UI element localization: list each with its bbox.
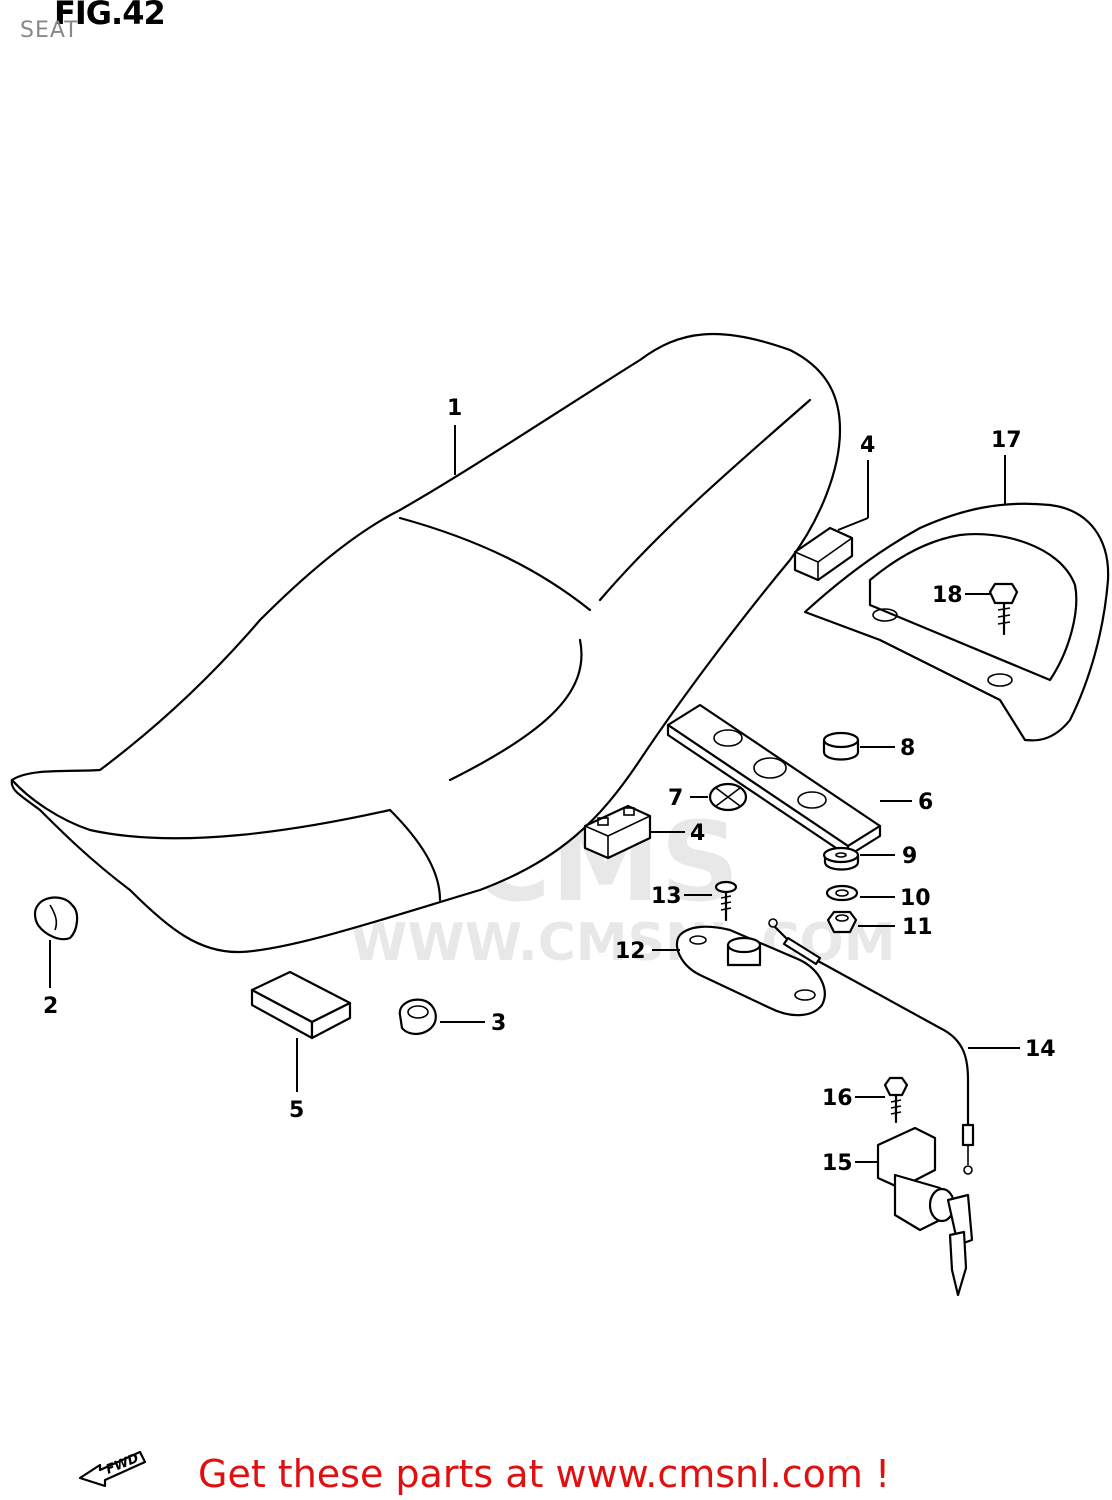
bolt-part-18 [988, 582, 1019, 636]
rear-cover-part-17 [803, 502, 1110, 742]
fwd-label: FWD [104, 1451, 141, 1478]
callout-10: 10 [900, 886, 931, 911]
grommet-part-7 [708, 782, 748, 812]
seat-part-1 [10, 332, 842, 954]
callout-2: 2 [43, 994, 58, 1019]
bolt-part-16 [883, 1076, 909, 1124]
callout-1: 1 [447, 396, 462, 421]
washer-part-10 [825, 884, 859, 902]
lock-part-15 [876, 1126, 974, 1297]
callout-18: 18 [932, 583, 963, 608]
spacer-part-9 [822, 846, 860, 871]
callout-12: 12 [615, 939, 646, 964]
callout-6: 6 [918, 790, 933, 815]
clip-part-2 [33, 896, 79, 941]
callout-8: 8 [900, 736, 915, 761]
spacer-part-8 [822, 731, 860, 761]
block-part-5 [250, 970, 352, 1040]
seat-lock-part-12 [675, 925, 826, 1017]
callout-5: 5 [289, 1098, 304, 1123]
cushion-part-4-right [793, 526, 854, 582]
screw-part-13 [714, 880, 738, 922]
callout-11: 11 [902, 915, 933, 940]
callout-9: 9 [902, 844, 917, 869]
callout-7: 7 [668, 786, 683, 811]
callout-15: 15 [822, 1151, 853, 1176]
callout-3: 3 [491, 1011, 506, 1036]
cable-part-14 [768, 918, 975, 1175]
figure-subtitle: SEAT [20, 18, 79, 43]
cushion-part-4-left [583, 804, 652, 860]
callout-17: 17 [991, 428, 1022, 453]
callout-14: 14 [1025, 1037, 1056, 1062]
forward-arrow-icon [78, 1450, 147, 1488]
callout-4-right: 4 [860, 433, 875, 458]
leader-lines [49, 425, 1020, 1163]
figure-title: FIG.42 [54, 0, 166, 32]
fwd-marker: FWD [78, 1450, 147, 1488]
footer-link-text[interactable]: Get these parts at www.cmsnl.com ! [198, 1452, 891, 1496]
callout-labels: 1 2 3 4 4 5 6 7 8 9 10 11 12 13 14 15 16… [43, 396, 1056, 1176]
nut-part-3 [398, 998, 437, 1036]
callout-4-left: 4 [690, 821, 705, 846]
callout-16: 16 [822, 1086, 853, 1111]
nut-part-11 [826, 910, 858, 934]
callout-13: 13 [651, 884, 682, 909]
